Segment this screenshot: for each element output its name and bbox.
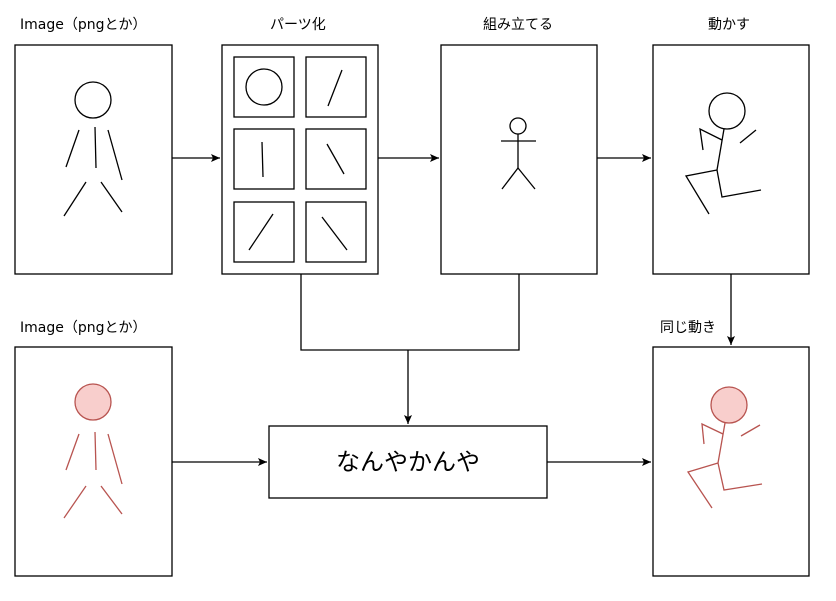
image-top-box [14, 44, 173, 275]
image-bottom-label: Image（pngとか） [20, 320, 147, 336]
part-cell-3 [305, 128, 367, 190]
image-bottom-box [14, 346, 173, 577]
stick-figure-icon [63, 81, 123, 217]
connectors [172, 154, 735, 466]
small-stick-figure-icon [501, 117, 536, 190]
same-motion-label: 同じ動き [660, 320, 716, 336]
red-stick-figure-icon [63, 383, 123, 519]
parts-label: パーツ化 [270, 17, 326, 33]
running-figure-icon [684, 92, 762, 215]
part-cell-2 [233, 128, 295, 190]
move-box [652, 44, 810, 275]
image-top-label: Image（pngとか） [20, 17, 147, 33]
process-box-label: なんやかんや [336, 448, 480, 476]
assemble-label: 組み立てる [483, 17, 553, 33]
part-cell-4 [233, 201, 295, 263]
process-box [268, 425, 548, 499]
part-cell-1 [305, 56, 367, 118]
parts-box [221, 44, 379, 275]
move-label: 動かす [708, 17, 750, 33]
red-running-figure-icon [686, 386, 763, 509]
part-head-cell [233, 56, 295, 118]
assemble-box [440, 44, 598, 275]
same-motion-box [652, 346, 810, 577]
part-cell-5 [305, 201, 367, 263]
